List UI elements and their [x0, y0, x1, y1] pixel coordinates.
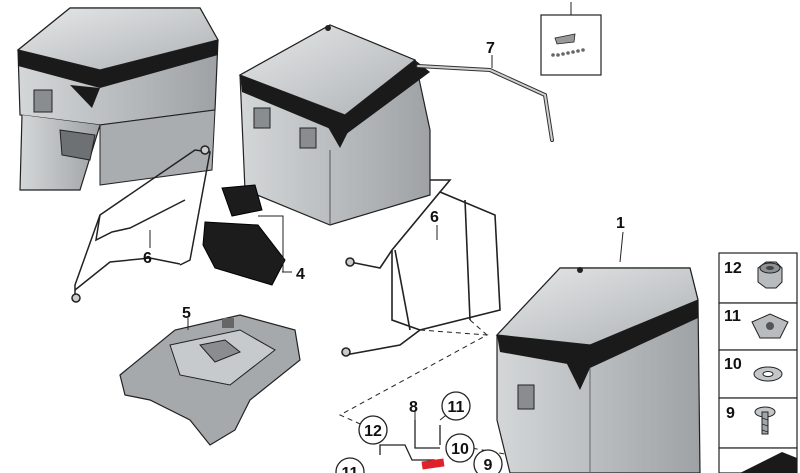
callout-circle-12: 12	[358, 415, 388, 445]
callout-11-top: 11	[448, 399, 465, 416]
panel-number-12: 12	[724, 260, 742, 277]
small-parts-box	[540, 2, 602, 76]
panel-number-10: 10	[724, 356, 742, 373]
tape-strip-icon	[740, 452, 797, 473]
clip-nut-icon	[751, 313, 789, 339]
callout-circle-11-bottom: 11	[335, 457, 365, 473]
callout-11-bottom: 11	[342, 465, 359, 473]
top-case-rail	[416, 64, 554, 142]
panel-cell-9	[718, 397, 798, 449]
side-bracket-right	[341, 179, 501, 357]
callout-7: 7	[486, 40, 495, 57]
side-case-right	[495, 267, 701, 473]
panel-number-9: 9	[726, 405, 735, 422]
panel-number-11: 11	[724, 308, 741, 325]
screw-icon	[754, 406, 776, 435]
luggage-carrier	[119, 314, 301, 446]
side-case-left	[16, 7, 219, 191]
callout-circle-11-top: 11	[441, 391, 471, 421]
backrest-pads	[202, 184, 292, 286]
callout-5: 5	[182, 305, 191, 322]
callout-6-right: 6	[430, 209, 439, 226]
callout-circle-9: 9	[473, 449, 503, 473]
lock-nut-icon	[757, 261, 783, 289]
callout-10: 10	[451, 441, 469, 458]
callout-1: 1	[616, 215, 625, 232]
fastener-panel: 12 11 10 9	[718, 252, 798, 473]
callout-4: 4	[296, 266, 305, 283]
callout-8: 8	[409, 399, 418, 416]
mounting-plate	[379, 420, 441, 461]
washer-icon	[753, 366, 783, 382]
callout-12: 12	[364, 423, 382, 440]
callout-9: 9	[484, 457, 493, 473]
callout-circle-10: 10	[445, 433, 475, 463]
red-highlight-part	[421, 458, 445, 470]
side-bracket-left	[71, 145, 211, 303]
top-case	[238, 24, 431, 226]
callout-6-left: 6	[143, 250, 152, 267]
